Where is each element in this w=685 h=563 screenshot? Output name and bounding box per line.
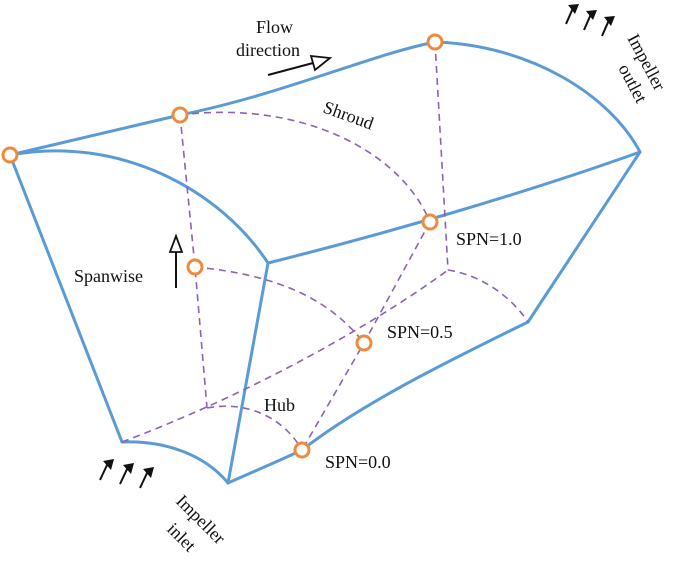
inlet-arrows [99, 459, 154, 489]
shroud-top-edge [8, 40, 437, 157]
hub-streamline [121, 269, 449, 443]
inlet-hub-curve [120, 440, 230, 485]
outlet-arrows [565, 4, 615, 37]
shroud-arc [179, 111, 431, 223]
flow-label-line2: direction [236, 40, 300, 60]
outlet-vertical [434, 41, 449, 271]
mid-span-arc [194, 266, 365, 344]
flow-arrow-shaft [267, 62, 314, 76]
flow-label-line1: Flow [256, 17, 293, 37]
marker-spn-mid [355, 334, 373, 352]
marker-spn-bottom [293, 441, 311, 459]
blade-top-edge [266, 150, 642, 265]
shroud-label: Shroud [321, 97, 377, 134]
marker-spn-top [421, 213, 439, 231]
inlet-annotation: Impeller inlet [99, 459, 229, 555]
marker-shroud-outlet [426, 33, 444, 51]
spn-top-label: SPN=1.0 [456, 229, 522, 249]
inlet-bottom-edge [226, 448, 304, 485]
marker-leading-corner [1, 146, 19, 164]
flow-arrow-head [309, 54, 333, 72]
spanwise-arrow-head [168, 233, 184, 253]
spanwise-label: Spanwise [74, 266, 143, 286]
hub-arc [206, 405, 303, 451]
leading-edge-vertical [226, 261, 270, 485]
spn-bottom-label: SPN=0.0 [325, 452, 391, 472]
outlet-right-edge [526, 150, 642, 324]
inlet-vertical [179, 114, 208, 409]
inlet-left-edge [8, 153, 124, 444]
spn-mid-label: SPN=0.5 [387, 322, 453, 342]
marker-mid-inlet [186, 258, 204, 276]
outlet-arc [447, 269, 529, 323]
hub-right-edge [300, 320, 530, 452]
outlet-shroud-curve [433, 40, 642, 154]
markers [1, 33, 444, 459]
passage-outline [8, 40, 642, 485]
spanwise-annotation: Spanwise [74, 233, 184, 288]
marker-shroud-inlet [171, 106, 189, 124]
flow-direction-annotation: Flow direction [236, 17, 333, 76]
hub-label: Hub [264, 395, 295, 415]
leading-edge-top [8, 149, 270, 265]
